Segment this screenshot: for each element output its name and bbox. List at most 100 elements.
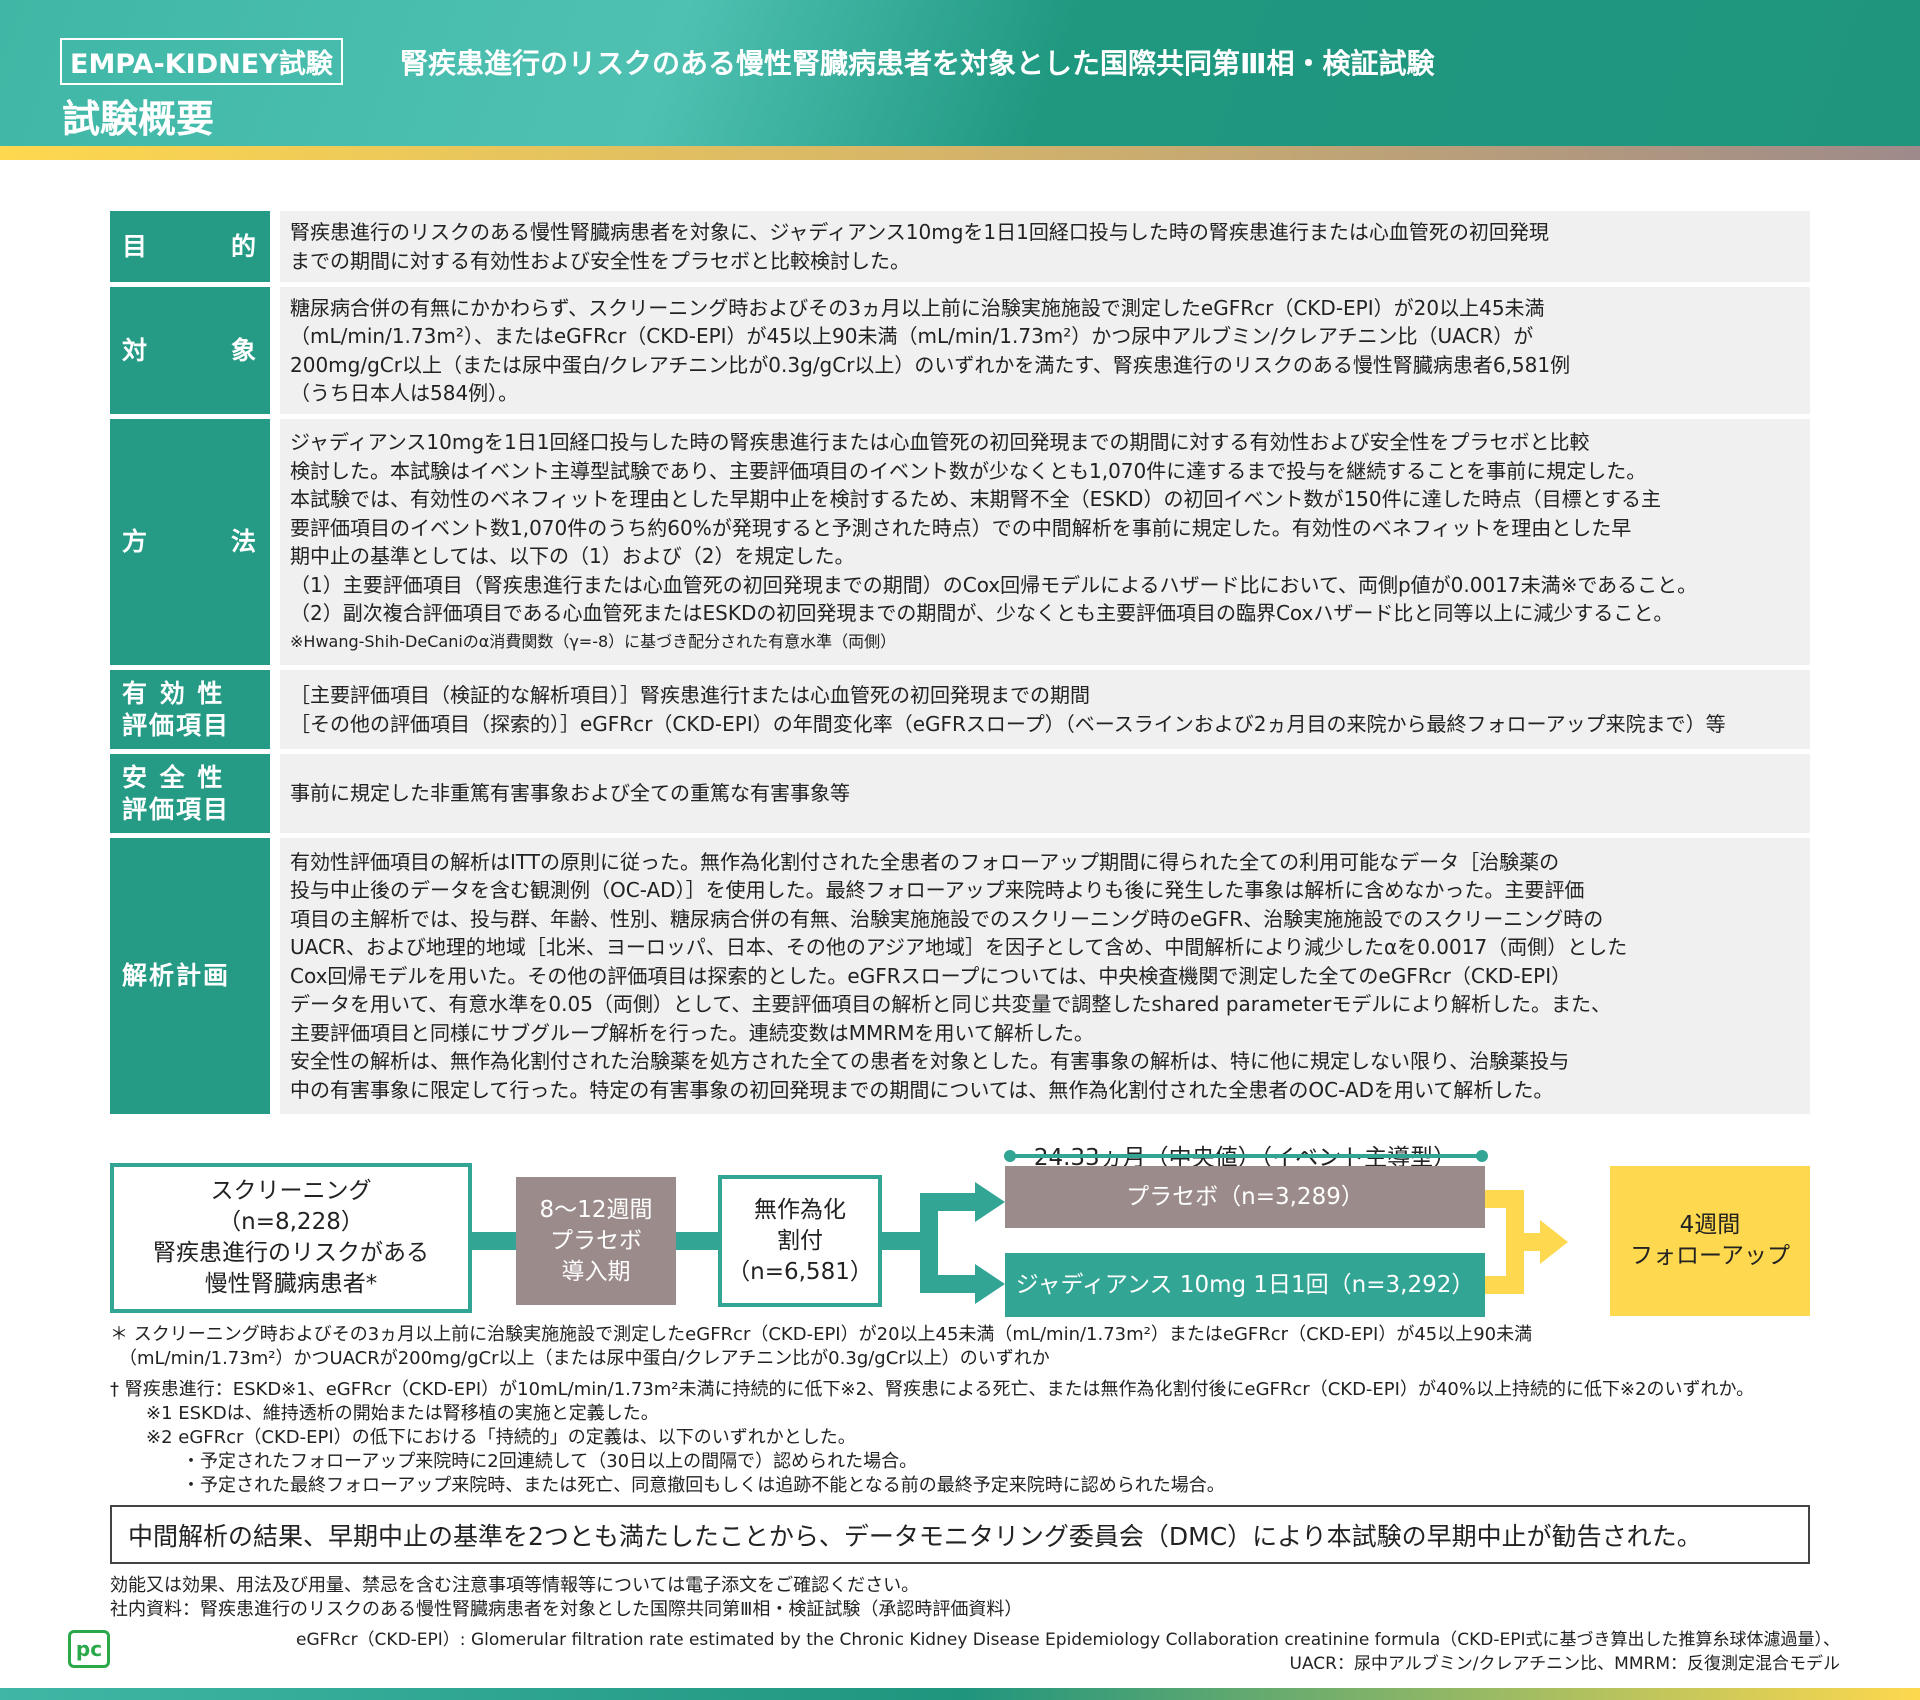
row-text-line: （2）副次複合評価項目である心血管死またはESKDの初回発現までの期間が、少なく… bbox=[290, 601, 1674, 625]
row-text-line: 主要評価項目と同様にサブグループ解析を行った。連続変数はMMRMを用いて解析した… bbox=[290, 1020, 1094, 1045]
source-note: 社内資料：腎疾患進行のリスクのある慢性腎臓病患者を対象とした国際共同第Ⅲ相・検証… bbox=[110, 1599, 1023, 1620]
row-text-line: ジャディアンス10mgを1日1回経口投与した時の腎疾患進行または心血管死の初回発… bbox=[290, 430, 1590, 454]
randomization-line: 無作為化 bbox=[754, 1196, 846, 1223]
row-label-text: 方 bbox=[122, 527, 150, 556]
label-notice: 効能又は効果、用法及び用量、禁忌を含む注意事項等情報等については電子添文をご確認… bbox=[110, 1575, 920, 1596]
abbreviation-note: eGFRcr（CKD-EPI）: Glomerular filtration r… bbox=[296, 1630, 1840, 1650]
connector bbox=[878, 1232, 928, 1250]
run-in-line: 導入期 bbox=[561, 1258, 631, 1285]
placebo-arm: プラセボ（n=3,289） bbox=[1005, 1166, 1485, 1228]
row-text-line: （1）主要評価項目（腎疾患進行または心血管死の初回発現までの期間）のCox回帰モ… bbox=[290, 572, 1698, 597]
row-footnote: ※Hwang-Shih-DeCaniのα消費関数（γ=-8）に基づき配分された有… bbox=[290, 631, 897, 651]
conclusion-box: 中間解析の結果、早期中止の基準を2つとも満たしたことから、データモニタリング委員… bbox=[110, 1505, 1810, 1564]
row-text-line: UACR、および地理的地域［北米、ヨーロッパ、日本、その他のアジア地域］を因子と… bbox=[290, 935, 1628, 960]
row-text-line: 中の有害事象に限定して行った。特定の有害事象の初回発現までの期間については、無作… bbox=[290, 1077, 1554, 1102]
run-in-line: プラセボ bbox=[550, 1227, 642, 1254]
row-text-line: （うち日本人は584例）。 bbox=[290, 381, 519, 405]
row-text-line: 期中止の基準としては、以下の（1）および（2）を規定した。 bbox=[290, 544, 855, 568]
row-label-text: 象 bbox=[230, 335, 258, 365]
row-label: 有 効 性評価項目 bbox=[110, 670, 270, 749]
row-content: 事前に規定した非重篤有害事象および全ての重篤な有害事象等 bbox=[280, 754, 1810, 833]
randomization-box: 無作為化 割付 （n=6,581） bbox=[718, 1175, 882, 1307]
header-banner: EMPA-KIDNEY試験 腎疾患進行のリスクのある慢性腎臓病患者を対象とした国… bbox=[0, 0, 1920, 146]
footnote-line: （mL/min/1.73m²）かつUACRが200mg/gCr以上（または尿中蛋… bbox=[110, 1348, 1050, 1369]
row-label-text: 対 bbox=[122, 335, 150, 365]
abbreviation-note: UACR：尿中アルブミン/クレアチニン比、MMRM：反復測定混合モデル bbox=[1289, 1654, 1841, 1674]
connector bbox=[920, 1275, 980, 1293]
duration-bar-end bbox=[1476, 1150, 1488, 1162]
screening-line: 腎疾患進行のリスクがある bbox=[153, 1240, 429, 1266]
follow-up-line: 4週間 bbox=[1679, 1212, 1741, 1238]
screening-box: スクリーニング （n=8,228） 腎疾患進行のリスクがある 慢性腎臓病患者* bbox=[110, 1163, 472, 1313]
row-text-line: までの期間に対する有効性および安全性をプラセボと比較検討した。 bbox=[290, 248, 910, 273]
footnote-line: † 腎疾患進行：ESKD※1、eGFRcr（CKD-EPI）が10mL/min/… bbox=[110, 1379, 1755, 1400]
overview-row: 解析計画 有効性評価項目の解析はITTの原則に従った。無作為化割付された全患者のフ… bbox=[110, 838, 1810, 1114]
row-text-line: データを用いて、有意水準を0.05（両側）として、主要評価項目の解析と同じ共変量… bbox=[290, 992, 1612, 1017]
row-content: ［主要評価項目（検証的な解析項目）］腎疾患進行†または心血管死の初回発現までの期… bbox=[280, 670, 1810, 749]
randomization-line: 割付 bbox=[777, 1227, 823, 1254]
row-label-text: 安 全 性 bbox=[122, 762, 225, 792]
screening-line: 慢性腎臓病患者* bbox=[204, 1271, 378, 1297]
row-text-line: 安全性の解析は、無作為化割付された治験薬を処方された全ての患者を対象とした。有害… bbox=[290, 1049, 1570, 1074]
row-label-text: 解析計画 bbox=[122, 961, 231, 990]
row-text-line: 検討した。本試験はイベント主導型試験であり、主要評価項目のイベント数が少なくとも… bbox=[290, 458, 1647, 483]
row-text-line: 投与中止後のデータを含む観測例（OC-AD）］を使用した。最終フォローアップ来院… bbox=[290, 878, 1585, 903]
row-text-line: 要評価項目のイベント数1,070件のうち約60%が発現すると予測された時点）での… bbox=[290, 515, 1632, 540]
row-text-line: 有効性評価項目の解析はITTの原則に従った。無作為化割付された全患者のフォローア… bbox=[290, 849, 1560, 874]
row-content: 糖尿病合併の有無にかかわらず、スクリーニング時およびその3ヵ月以上前に治験実施施… bbox=[280, 287, 1810, 414]
row-text-line: 項目の主解析では、投与群、年齢、性別、糖尿病合併の有無、治験実施施設でのスクリー… bbox=[290, 906, 1604, 931]
row-text-line: ［その他の評価項目（探索的）］eGFRcr（CKD-EPI）の年間変化率（eGF… bbox=[290, 711, 1726, 736]
row-label: 解析計画 bbox=[110, 838, 270, 1114]
row-label: 目的 bbox=[110, 211, 270, 282]
row-label-text: 目 bbox=[122, 231, 150, 261]
arrow-icon bbox=[975, 1182, 1005, 1222]
screening-line: スクリーニング bbox=[210, 1178, 372, 1204]
randomization-count: （n=6,581） bbox=[727, 1258, 873, 1285]
row-label-text: 的 bbox=[230, 231, 258, 261]
footnote-line: ・予定された最終フォローアップ来院時、または死亡、同意撤回もしくは追跡不能となる… bbox=[110, 1475, 1225, 1496]
footer-bar bbox=[0, 1688, 1920, 1700]
row-text-line: （mL/min/1.73m²）、またはeGFRcr（CKD-EPI）が45以上9… bbox=[290, 324, 1534, 348]
arrow-icon bbox=[975, 1264, 1005, 1304]
page-title: 腎疾患進行のリスクのある慢性腎臓病患者を対象とした国際共同第Ⅲ相・検証試験 bbox=[400, 47, 1435, 80]
row-label-text: 評価項目 bbox=[122, 794, 231, 824]
run-in-box: 8～12週間 プラセボ 導入期 bbox=[516, 1177, 676, 1305]
pc-logo: pc bbox=[68, 1630, 110, 1668]
row-label: 安 全 性評価項目 bbox=[110, 754, 270, 833]
row-text-line: 本試験では、有効性のベネフィットを理由とした早期中止を検討するため、末期腎不全（… bbox=[290, 487, 1662, 511]
row-text-line: 200mg/gCr以上（または尿中蛋白/クレアチニン比が0.3g/gCr以上）の… bbox=[290, 352, 1571, 377]
row-text-line: ［主要評価項目（検証的な解析項目）］腎疾患進行†または心血管死の初回発現までの期… bbox=[290, 683, 1090, 707]
overview-row: 方法ジャディアンス10mgを1日1回経口投与した時の腎疾患進行または心血管死の初… bbox=[110, 419, 1810, 665]
overview-row: 有 効 性評価項目 ［主要評価項目（検証的な解析項目）］腎疾患進行†または心血管死… bbox=[110, 670, 1810, 749]
connector bbox=[920, 1193, 938, 1293]
overview-row: 安 全 性評価項目事前に規定した非重篤有害事象および全ての重篤な有害事象等 bbox=[110, 754, 1810, 833]
footnote-line: ※2 eGFRcr（CKD-EPI）の低下における「持続的」の定義は、以下のいず… bbox=[110, 1427, 856, 1448]
row-label-text: 法 bbox=[230, 527, 258, 556]
duration-bar-start bbox=[1004, 1150, 1016, 1162]
row-text-line: 糖尿病合併の有無にかかわらず、スクリーニング時およびその3ヵ月以上前に治験実施施… bbox=[290, 295, 1545, 320]
footnote-line: ＊ スクリーニング時およびその3ヵ月以上前に治験実施施設で測定したeGFRcr（… bbox=[110, 1324, 1533, 1345]
connector bbox=[920, 1193, 980, 1211]
row-content: 有効性評価項目の解析はITTの原則に従った。無作為化割付された全患者のフォローア… bbox=[280, 838, 1810, 1114]
jardiance-arm: ジャディアンス 10mg 1日1回（n=3,292） bbox=[1005, 1253, 1485, 1317]
row-text-line: Cox回帰モデルを用いた。その他の評価項目は探索的とした。eGFRスロープについ… bbox=[290, 963, 1572, 988]
page-subtitle: 試験概要 bbox=[62, 97, 215, 141]
trial-tag: EMPA-KIDNEY試験 bbox=[60, 38, 343, 85]
row-text-line: 腎疾患進行のリスクのある慢性腎臓病患者を対象に、ジャディアンス10mgを1日1回… bbox=[290, 220, 1549, 244]
row-label: 方法 bbox=[110, 419, 270, 665]
header-divider bbox=[0, 146, 1920, 160]
footnote-line: ・予定されたフォローアップ来院時に2回連続して（30日以上の間隔で）認められた場… bbox=[110, 1451, 918, 1472]
follow-up-line: フォローアップ bbox=[1629, 1243, 1791, 1269]
row-label-text: 有 効 性 bbox=[122, 678, 225, 708]
screening-count: （n=8,228） bbox=[218, 1209, 364, 1235]
follow-up-box: 4週間 フォローアップ bbox=[1610, 1166, 1810, 1316]
duration-bar bbox=[1010, 1154, 1482, 1158]
footnote-line: ※1 ESKDは、維持透析の開始または腎移植の実施と定義した。 bbox=[110, 1403, 659, 1424]
row-label-text: 評価項目 bbox=[122, 710, 231, 740]
row-label: 対象 bbox=[110, 287, 270, 414]
connector bbox=[1506, 1233, 1546, 1251]
row-text-line: 事前に規定した非重篤有害事象および全ての重篤な有害事象等 bbox=[290, 781, 850, 806]
row-content: ジャディアンス10mgを1日1回経口投与した時の腎疾患進行または心血管死の初回発… bbox=[280, 419, 1810, 665]
row-content: 腎疾患進行のリスクのある慢性腎臓病患者を対象に、ジャディアンス10mgを1日1回… bbox=[280, 211, 1810, 282]
arrow-icon bbox=[1540, 1220, 1568, 1264]
